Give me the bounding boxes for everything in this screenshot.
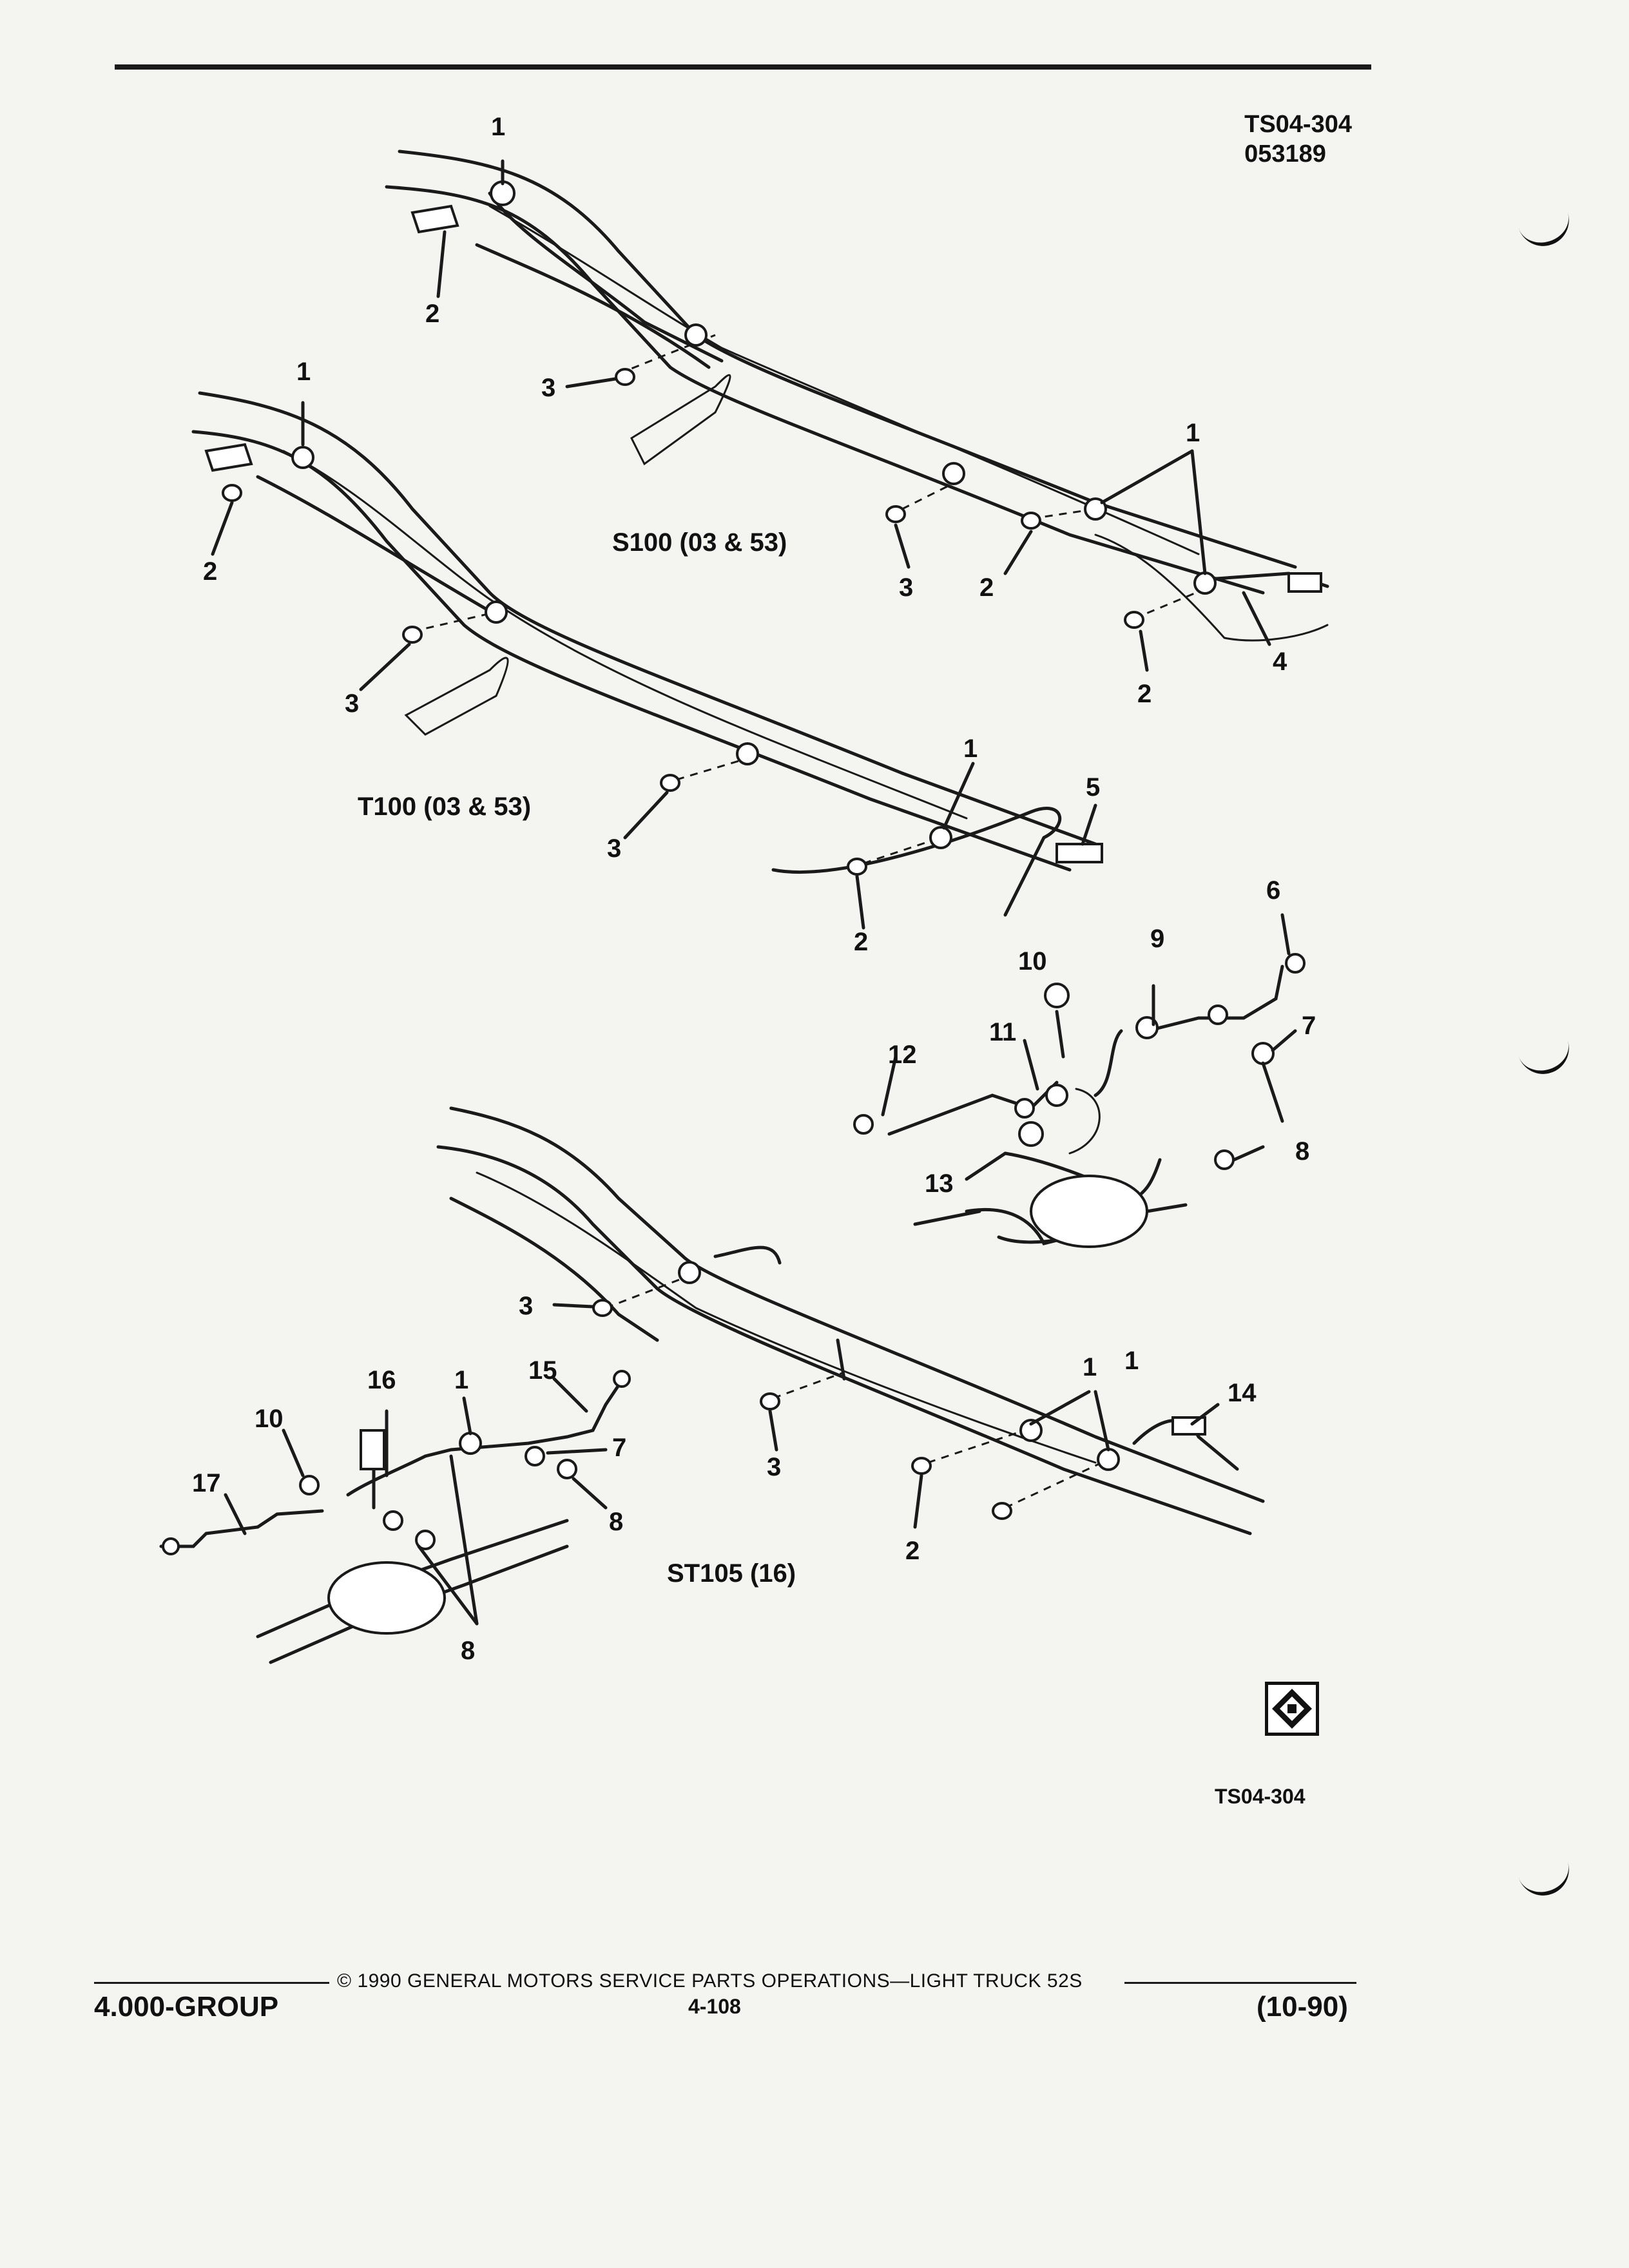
footer-rule-left [94,1982,329,1984]
figure-date: 053189 [1244,140,1326,168]
callout-8: 8 [1295,1137,1309,1166]
callout-2: 2 [1137,680,1152,708]
callout-7: 7 [1302,1012,1316,1040]
callout-2: 2 [854,928,868,956]
callout-14: 14 [1228,1379,1257,1407]
callout-3: 3 [607,834,621,863]
callout-9: 9 [1150,925,1164,953]
model-label-t100: T100 (03 & 53) [358,793,531,821]
s100-frame-drawing [385,149,1329,672]
footer-page-number: 4-108 [688,1995,741,2018]
callout-7: 7 [612,1434,626,1462]
figure-code: TS04-304 [1244,111,1352,138]
figure-code-header: TS04-304 053189 [1244,110,1352,169]
top-rule [115,64,1371,70]
callout-10: 10 [1018,947,1047,975]
callout-12: 12 [888,1041,917,1069]
callout-3: 3 [899,573,913,602]
footer-rule-right [1124,1982,1356,1984]
st105-axle-detail [159,1370,631,1664]
callout-3: 3 [519,1292,533,1320]
model-label-st105: ST105 (16) [667,1559,796,1588]
callout-3: 3 [767,1453,781,1481]
footer-copyright: © 1990 GENERAL MOTORS SERVICE PARTS OPER… [337,1970,1083,1992]
callout-11: 11 [989,1018,1016,1046]
callout-4: 4 [1273,648,1287,676]
callout-1: 1 [1083,1353,1097,1381]
st105-frame-drawing [436,1106,1265,1535]
callout-3: 3 [541,374,555,402]
callout-16: 16 [367,1366,396,1394]
gm-service-parts-logo-icon [1265,1682,1319,1736]
callout-1: 1 [454,1366,468,1394]
callout-8: 8 [609,1508,623,1536]
callout-1: 1 [296,358,311,386]
rear-axle-detail [853,913,1306,1248]
callout-3: 3 [345,689,359,718]
callout-1: 1 [1186,419,1200,447]
callout-13: 13 [925,1169,954,1198]
callout-1: 1 [963,735,978,763]
model-labels: S100 (03 & 53) T100 (03 & 53) ST105 (16) [358,528,796,1588]
t100-frame-drawing [191,391,1103,930]
figure-code-bottom: TS04-304 [1215,1785,1306,1808]
callout-2: 2 [905,1537,920,1565]
callout-6: 6 [1266,876,1280,905]
callouts: 1 2 3 1 2 1 3 2 2 4 3 1 5 3 2 6 9 10 7 1… [192,113,1316,1665]
callout-2: 2 [425,300,439,328]
callout-1: 1 [491,113,505,141]
callout-10: 10 [255,1405,284,1433]
footer-group: 4.000-GROUP [94,1991,279,2023]
callout-17: 17 [192,1469,221,1497]
callout-8: 8 [461,1637,475,1665]
callout-2: 2 [203,557,217,586]
callout-5: 5 [1086,773,1100,802]
model-label-s100: S100 (03 & 53) [612,528,787,557]
callout-1: 1 [1124,1347,1139,1375]
footer-date: (10-90) [1257,1991,1348,2023]
callout-15: 15 [528,1356,557,1385]
callout-2: 2 [979,573,994,602]
